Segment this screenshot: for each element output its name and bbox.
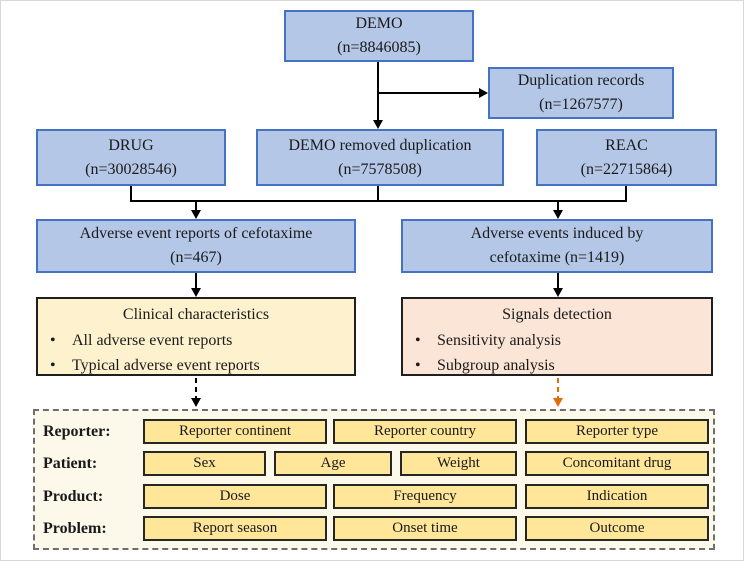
ae-reports-line2: (n=467) [170,249,222,266]
report-season-box: Report season [143,516,327,541]
drug-box-count: (n=30028546) [85,160,177,178]
ae-reports-box: Adverse event reports of cefotaxime (n=4… [36,219,356,273]
ae-induced-line1: Adverse events induced by [470,225,644,242]
reporter-continent-box: Reporter continent [143,419,327,444]
demo-box-count: (n=8846085) [337,39,421,56]
signals-bullet-2-text: Subgroup analysis [437,357,555,374]
row-label-patient: Patient: [43,455,98,472]
age-box: Age [274,451,392,476]
bullet-icon: • [50,357,56,374]
arrowhead-dashed-orange [553,398,563,407]
bullet-icon: • [415,357,421,374]
indication-box: Indication [525,484,709,509]
demo-box: DEMO (n=8846085) [284,10,474,62]
clinical-bullet-2-text: Typical adverse event reports [72,357,260,374]
reporter-type-box: Reporter type [525,419,709,444]
reac-box-count: (n=22715864) [580,160,673,178]
frequency-box: Frequency [333,484,517,509]
analysis-matrix: Reporter: Reporter continent Reporter co… [33,409,715,550]
duplication-records-box: Duplication records (n=1267577) [488,67,674,119]
clinical-bullet-1: • All adverse event reports [44,328,348,353]
bullet-icon: • [415,332,421,349]
outcome-box: Outcome [525,516,709,541]
arrowhead-dashed-black [191,398,201,407]
onset-time-box: Onset time [333,516,517,541]
concomitant-drug-box: Concomitant drug [525,451,709,476]
demo-dedup-box-count: (n=7578508) [338,160,422,178]
row-label-reporter: Reporter: [43,423,111,440]
arrowhead-down-left-ae [191,210,201,219]
signals-panel-title: Signals detection [502,306,612,323]
arrowhead-down-clinical [191,288,201,297]
reac-box: REAC (n=22715864) [536,129,717,186]
row-label-problem: Problem: [43,520,107,537]
arrowhead-right-duplication [479,88,488,98]
demo-dedup-box: DEMO removed duplication (n=7578508) [256,129,504,186]
dose-box: Dose [143,484,327,509]
clinical-characteristics-panel: Clinical characteristics • All adverse e… [36,297,356,376]
arrowhead-down-demo [373,120,383,129]
ae-induced-box: Adverse events induced by cefotaxime (n=… [401,219,713,273]
drug-box-title: DRUG [108,136,154,154]
signals-detection-panel: Signals detection • Sensitivity analysis… [401,297,713,376]
signals-bullet-1: • Sensitivity analysis [409,328,705,353]
clinical-bullet-2: • Typical adverse event reports [44,353,348,378]
sex-box: Sex [143,451,266,476]
duplication-box-count: (n=1267577) [539,96,623,113]
reporter-country-box: Reporter country [333,419,517,444]
duplication-box-title: Duplication records [517,72,645,89]
drug-box: DRUG (n=30028546) [36,129,226,186]
ae-reports-line1: Adverse event reports of cefotaxime [79,225,313,242]
reac-box-title: REAC [605,136,648,154]
weight-box: Weight [400,451,517,476]
arrowhead-down-right-ae [553,210,563,219]
signals-bullet-1-text: Sensitivity analysis [437,332,561,349]
row-label-product: Product: [43,488,104,505]
arrowhead-down-signals [553,288,563,297]
clinical-panel-title: Clinical characteristics [122,306,270,323]
clinical-bullet-1-text: All adverse event reports [72,332,233,349]
demo-dedup-box-title: DEMO removed duplication [288,136,472,154]
signals-bullet-2: • Subgroup analysis [409,353,705,378]
ae-induced-line2: cefotaxime (n=1419) [489,249,625,266]
demo-box-title: DEMO [355,15,403,32]
bullet-icon: • [50,332,56,349]
